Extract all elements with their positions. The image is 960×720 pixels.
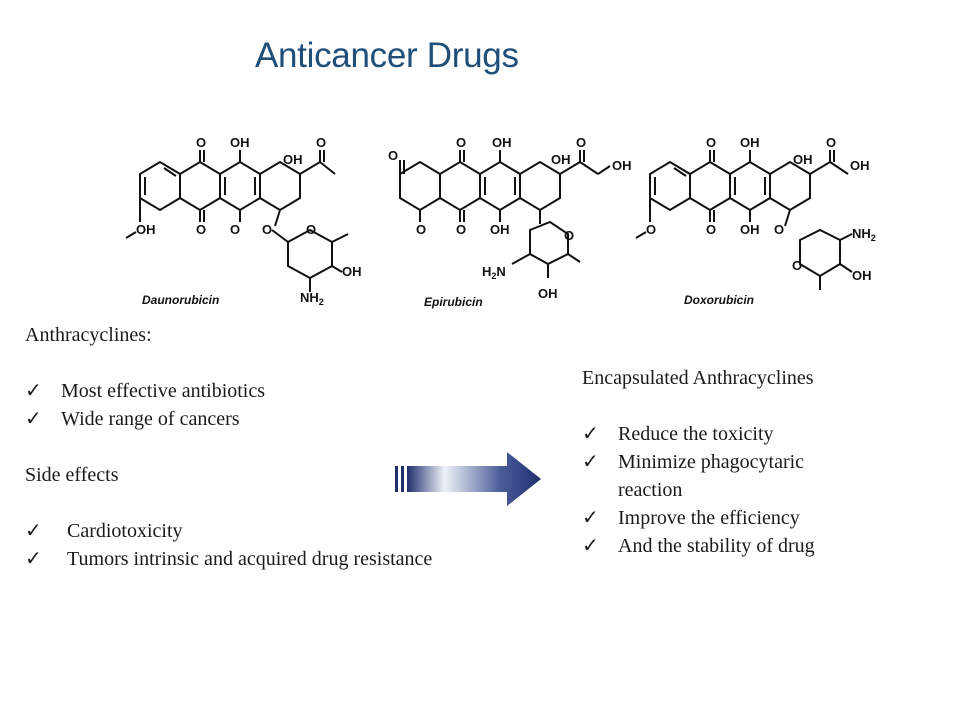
mol-label: O xyxy=(416,222,426,237)
mol-label: O xyxy=(576,135,586,150)
mol-label: O xyxy=(706,135,716,150)
mol-label: O xyxy=(456,135,466,150)
molecule-name: Doxorubicin xyxy=(684,293,754,307)
mol-label: NH2 xyxy=(300,290,324,307)
mol-label: NH2 xyxy=(852,226,876,243)
slide-title: Anticancer Drugs xyxy=(255,36,519,75)
check-icon: ✓ xyxy=(25,380,42,402)
side-effect-text: Tumors intrinsic and acquired drug resis… xyxy=(67,548,433,570)
advantages-list: ✓ Reduce the toxicity ✓ Minimize phagocyta… xyxy=(582,420,868,560)
side-effects-heading: Side effects xyxy=(25,464,119,486)
epirubicin-svg: O O OH O OH OH O O OH O H2N OH Epirubici… xyxy=(388,135,632,309)
molecule-name: Daunorubicin xyxy=(142,293,219,307)
doxorubicin-svg: O OH O OH OH O O OH O NH2 O OH Doxorubic… xyxy=(635,135,876,307)
list-item: ✓ And the stability of drug xyxy=(582,532,868,560)
check-icon: ✓ xyxy=(25,408,42,430)
daunorubicin-svg: O OH O OH OH O O O O OH NH2 Daunorubicin xyxy=(125,135,362,307)
list-item: ✓ Tumors intrinsic and acquired drug resi… xyxy=(25,545,432,573)
anthracyclines-section: Anthracyclines: ✓ Most effective antibiot… xyxy=(25,321,432,573)
daunorubicin-structure: O OH O OH OH O O O O OH NH2 Daunorubicin xyxy=(120,130,380,320)
side-effect-text: Cardiotoxicity xyxy=(67,520,183,542)
right-arrow-icon xyxy=(395,452,545,513)
list-item: ✓ Improve the efficiency xyxy=(582,504,868,532)
benefit-text: Most effective antibiotics xyxy=(61,380,266,402)
side-effects-list: ✓ Cardiotoxicity ✓ Tumors intrinsic and ac… xyxy=(25,517,432,573)
mol-label: OH xyxy=(740,135,760,150)
check-icon: ✓ xyxy=(582,423,599,445)
mol-label: OH xyxy=(850,158,870,173)
advantage-text: Improve the efficiency xyxy=(618,507,800,529)
check-icon: ✓ xyxy=(582,507,599,529)
mol-label: OH xyxy=(492,135,512,150)
advantage-text: Minimize phagocytaric reaction xyxy=(618,451,805,501)
mol-label: OH xyxy=(793,152,813,167)
check-icon: ✓ xyxy=(582,535,599,557)
mol-label: OH xyxy=(612,158,632,173)
list-item: ✓ Minimize phagocytaric reaction xyxy=(582,448,868,504)
mol-label: O xyxy=(196,222,206,237)
mol-label: O xyxy=(826,135,836,150)
mol-label: O xyxy=(306,222,316,237)
encapsulated-section: Encapsulated Anthracyclines ✓ Reduce the … xyxy=(582,364,868,560)
arrow-svg xyxy=(395,452,541,506)
molecule-name: Epirubicin xyxy=(424,295,483,309)
mol-label: OH xyxy=(551,152,571,167)
list-item: ✓ Most effective antibiotics xyxy=(25,377,432,405)
mol-label: O xyxy=(196,135,206,150)
mol-label: O xyxy=(564,228,574,243)
list-item: ✓ Wide range of cancers xyxy=(25,405,432,433)
mol-label: O xyxy=(316,135,326,150)
check-icon: ✓ xyxy=(25,520,42,542)
mol-label: O xyxy=(230,222,240,237)
epirubicin-structure: O O OH O OH OH O O OH O H2N OH Epirubici… xyxy=(380,130,640,320)
mol-label: H2N xyxy=(482,264,506,281)
benefits-list: ✓ Most effective antibiotics ✓ Wide range … xyxy=(25,377,432,433)
mol-label: O xyxy=(792,258,802,273)
encapsulated-heading: Encapsulated Anthracyclines xyxy=(582,367,814,389)
list-item: ✓ Reduce the toxicity xyxy=(582,420,868,448)
mol-label: OH xyxy=(230,135,250,150)
mol-label: OH xyxy=(538,286,558,301)
mol-label: O xyxy=(774,222,784,237)
check-icon: ✓ xyxy=(25,548,42,570)
mol-label: O xyxy=(388,148,398,163)
mol-label: OH xyxy=(342,264,362,279)
mol-label: OH xyxy=(136,222,156,237)
benefit-text: Wide range of cancers xyxy=(61,408,240,430)
mol-label: O xyxy=(706,222,716,237)
list-item: ✓ Cardiotoxicity xyxy=(25,517,432,545)
mol-label: OH xyxy=(740,222,760,237)
advantage-text: Reduce the toxicity xyxy=(618,423,774,445)
doxorubicin-structure: O OH O OH OH O O OH O NH2 O OH Doxorubic… xyxy=(630,130,890,320)
anthracyclines-heading: Anthracyclines: xyxy=(25,324,152,346)
mol-label: OH xyxy=(852,268,872,283)
mol-label: OH xyxy=(283,152,303,167)
advantage-text: And the stability of drug xyxy=(618,535,815,557)
mol-label: O xyxy=(262,222,272,237)
mol-label: O xyxy=(456,222,466,237)
check-icon: ✓ xyxy=(582,451,599,473)
mol-label: OH xyxy=(490,222,510,237)
mol-label: O xyxy=(646,222,656,237)
